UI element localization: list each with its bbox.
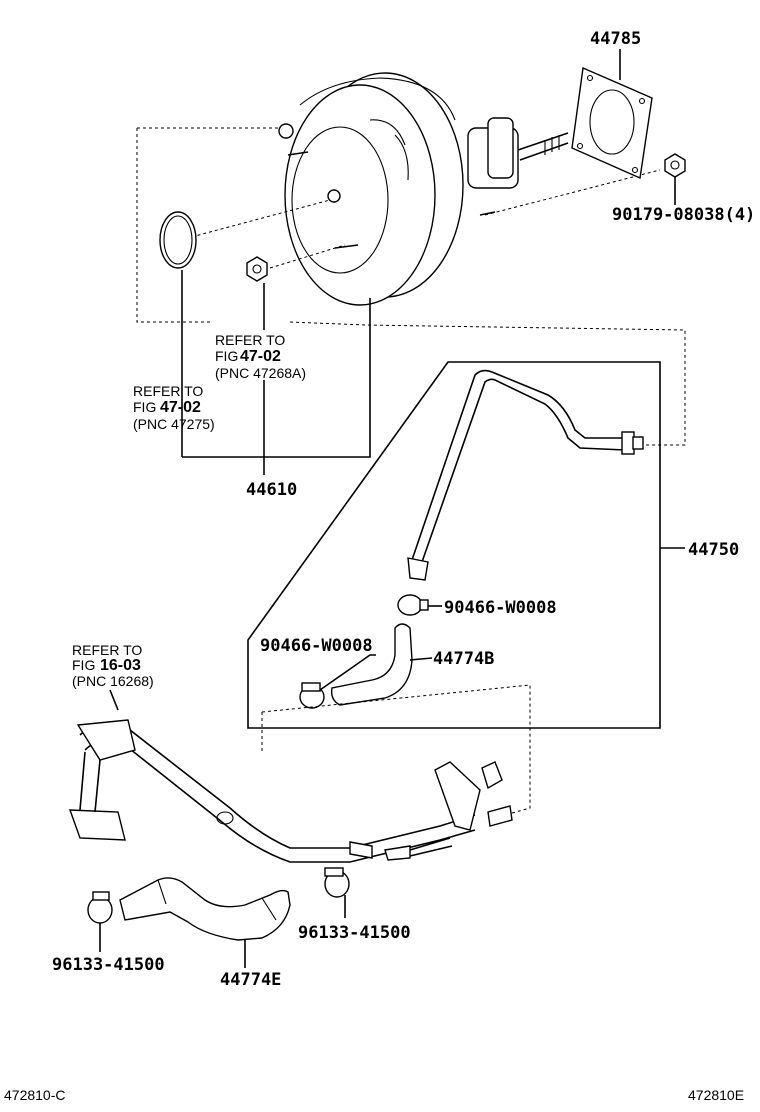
svg-text:FIG: FIG [133, 399, 156, 415]
nut-90179[interactable] [664, 153, 686, 205]
svg-text:REFER TO: REFER TO [72, 642, 142, 658]
svg-text:(PNC 47268A): (PNC 47268A) [215, 365, 306, 381]
svg-text:FIG: FIG [72, 657, 95, 673]
refer-note-47268a: REFER TO FIG 47-02 (PNC 47268A) [215, 332, 306, 381]
figure-code-right: 472810E [688, 1087, 744, 1103]
brake-booster[interactable] [136, 72, 686, 446]
clamp-96133-right[interactable] [324, 867, 350, 918]
part-number-90179-08038: 90179-08038(4) [612, 205, 755, 225]
o-ring[interactable] [159, 211, 197, 457]
svg-text:REFER TO: REFER TO [133, 383, 203, 399]
svg-text:16-03: 16-03 [100, 657, 141, 674]
part-number-90466-w0008-left: 90466-W0008 [260, 636, 373, 656]
svg-text:(PNC 47275): (PNC 47275) [133, 416, 215, 432]
part-number-96133-41500-right: 96133-41500 [298, 923, 411, 943]
figure-code-left: 472810-C [4, 1087, 66, 1103]
part-number-90466-w0008-right: 90466-W0008 [444, 598, 557, 618]
svg-text:FIG: FIG [215, 348, 238, 364]
refer-note-47275: REFER TO FIG 47-02 (PNC 47275) [133, 383, 215, 432]
gasket-44785[interactable] [571, 49, 653, 180]
part-number-44774b: 44774B [433, 649, 494, 669]
hose-44774b[interactable] [330, 623, 433, 706]
part-number-44750: 44750 [688, 540, 739, 560]
vacuum-pipe[interactable] [407, 369, 644, 581]
svg-text:47-02: 47-02 [160, 399, 201, 416]
part-number-44785: 44785 [590, 29, 641, 49]
refer-note-16268: REFER TO FIG 16-03 (PNC 16268) [72, 642, 154, 689]
part-number-44610: 44610 [246, 480, 297, 500]
assembly-frame-44750 [247, 361, 661, 729]
clamp-96133-left[interactable] [87, 891, 113, 952]
part-number-44774e: 44774E [220, 970, 281, 990]
booster-nut[interactable] [246, 256, 268, 330]
part-number-96133-41500-left: 96133-41500 [52, 955, 165, 975]
clamp-90466-right[interactable] [397, 594, 442, 616]
lower-vacuum-pipe[interactable] [68, 719, 513, 863]
clamp-90466-left[interactable] [299, 654, 376, 709]
svg-text:47-02: 47-02 [240, 348, 281, 365]
svg-text:REFER TO: REFER TO [215, 332, 285, 348]
svg-text:(PNC 16268): (PNC 16268) [72, 673, 154, 689]
hose-44774e[interactable] [119, 877, 291, 968]
